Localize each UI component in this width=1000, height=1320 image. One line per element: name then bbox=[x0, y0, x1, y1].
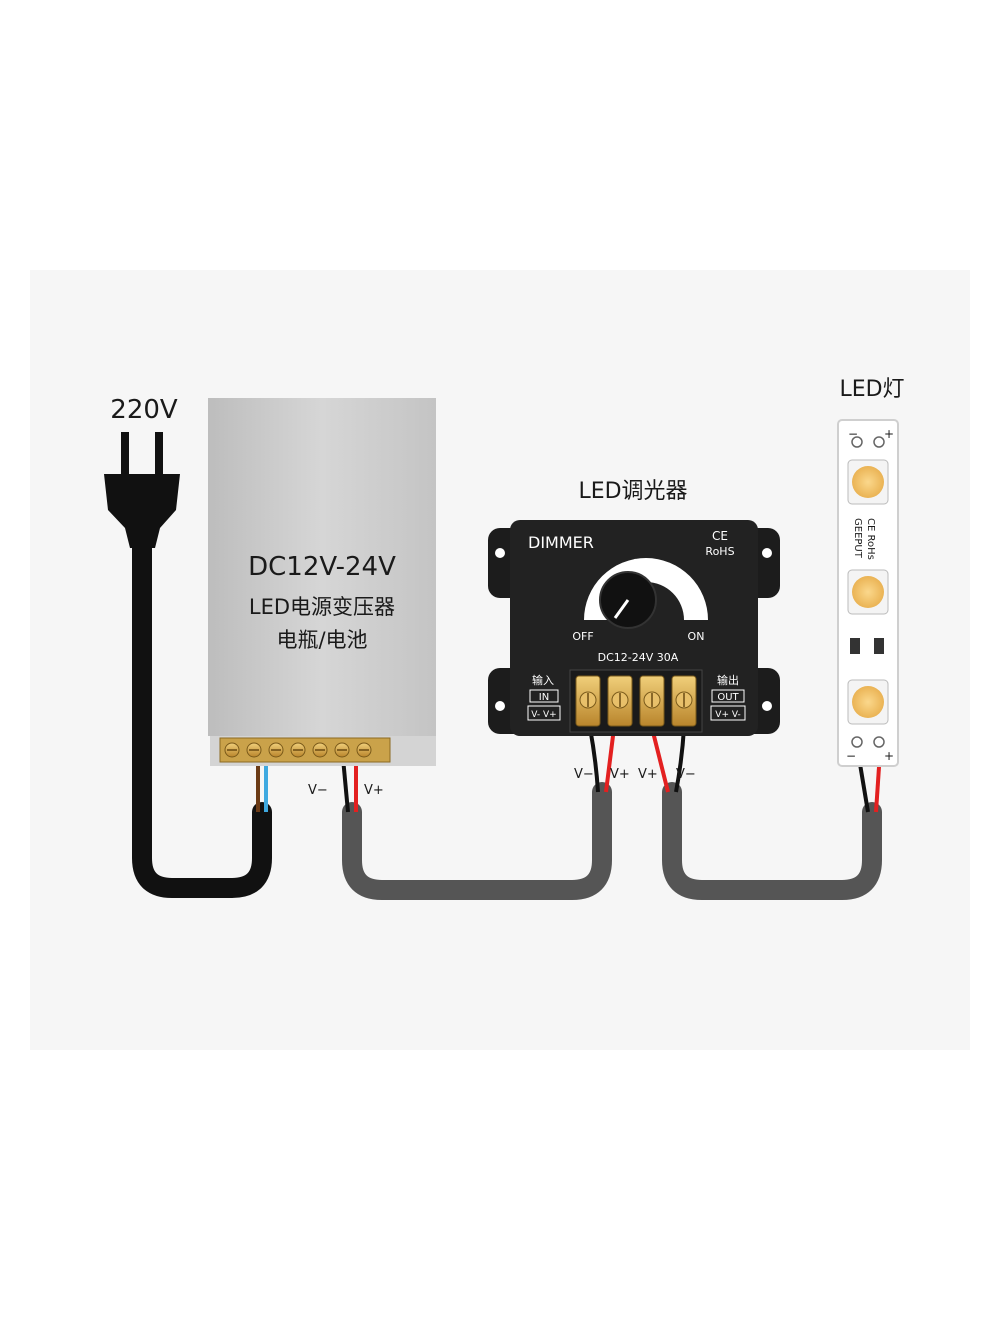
dimmer-in-red-wire bbox=[604, 727, 616, 793]
dimmer-in-plus-label: V+ bbox=[610, 767, 630, 782]
psu-title: LED电源变压器 bbox=[249, 595, 395, 619]
psu-screw bbox=[312, 742, 328, 758]
strip-bottom-pad-minus bbox=[851, 736, 863, 748]
dimmer-out-red-wire bbox=[650, 727, 670, 793]
power-plug bbox=[104, 432, 180, 548]
psu-voltage-range: DC12V-24V bbox=[248, 552, 396, 582]
dimmer-brand: DIMMER bbox=[528, 533, 594, 552]
dimmer-on-label: ON bbox=[688, 630, 705, 643]
dimmer-out-box bbox=[711, 689, 745, 703]
dc-cable-dimmer-to-strip bbox=[662, 782, 882, 900]
strip-resistor-1 bbox=[850, 638, 860, 654]
dimmer-out-plus-label: V+ bbox=[638, 767, 658, 782]
strip-print-cert: CE RoHs bbox=[865, 518, 876, 560]
dimmer-caption: LED调光器 bbox=[578, 479, 687, 504]
strip-bottom-pad-plus bbox=[873, 736, 885, 748]
dimmer-out-minus-label: V− bbox=[676, 767, 696, 782]
psu-screw bbox=[334, 742, 350, 758]
strip-top-minus: − bbox=[848, 427, 858, 441]
dimmer-screw bbox=[607, 675, 633, 727]
dimmer-input-cn: 输入 bbox=[532, 673, 554, 687]
led-chips bbox=[847, 459, 889, 725]
led-chip bbox=[847, 459, 889, 505]
dimmer-off-label: OFF bbox=[572, 630, 593, 643]
strip-resistor-2 bbox=[874, 638, 884, 654]
dimmer-out-pins-box bbox=[710, 705, 746, 721]
psu-terminal-block bbox=[224, 742, 372, 758]
psu-screw bbox=[290, 742, 306, 758]
dimmer-in-pins-box bbox=[527, 705, 561, 721]
led-strip-caption: LED灯 bbox=[839, 377, 904, 402]
dc-cable-psu-to-dimmer bbox=[342, 782, 612, 900]
dimmer-input-pins: V- V+ bbox=[531, 710, 556, 720]
dimmer-terminal-screws bbox=[575, 675, 697, 727]
dimmer-screw bbox=[639, 675, 665, 727]
led-chip bbox=[847, 569, 889, 615]
plug-voltage-label: 220V bbox=[110, 395, 178, 425]
dimmer-output-pins: V+ V- bbox=[715, 710, 740, 720]
strip-bottom-minus: − bbox=[846, 749, 856, 763]
psu-screw bbox=[246, 742, 262, 758]
dimmer-dial-arc bbox=[584, 558, 708, 620]
dimmer-output-en: OUT bbox=[717, 692, 739, 703]
dimmer-in-black-wire bbox=[588, 727, 600, 793]
power-supply-unit bbox=[208, 398, 436, 766]
dimmer-input-en: IN bbox=[539, 692, 549, 703]
mains-cable bbox=[132, 538, 272, 898]
led-chip bbox=[847, 679, 889, 725]
dimmer-rating: DC12-24V 30A bbox=[598, 651, 679, 664]
diagram-panel bbox=[30, 270, 970, 1050]
dimmer-knob-indicator bbox=[613, 599, 630, 619]
psu-screw bbox=[224, 742, 240, 758]
psu-screw bbox=[268, 742, 284, 758]
dimmer-in-box bbox=[529, 689, 559, 703]
strip-top-pad-plus bbox=[873, 436, 885, 448]
psu-screw bbox=[356, 742, 372, 758]
dimmer-in-minus-label: V− bbox=[574, 767, 594, 782]
dimmer-screw bbox=[575, 675, 601, 727]
strip-bottom-plus: + bbox=[884, 749, 894, 763]
strip-print-brand: GEEPUT bbox=[852, 518, 863, 559]
dimmer-screw bbox=[671, 675, 697, 727]
dimmer-out-black-wire bbox=[674, 727, 686, 793]
psu-subtitle: 电瓶/电池 bbox=[276, 628, 367, 652]
strip-top-plus: + bbox=[884, 427, 894, 441]
psu-out-plus-label: V+ bbox=[364, 783, 384, 798]
psu-black-wire bbox=[341, 757, 350, 813]
strip-top-pad-minus bbox=[851, 436, 863, 448]
dimmer-ce-mark: CE bbox=[712, 529, 728, 543]
dimmer-rohs-mark: RoHS bbox=[705, 545, 734, 558]
psu-out-minus-label: V− bbox=[308, 783, 328, 798]
dimmer-output-cn: 输出 bbox=[717, 673, 739, 687]
